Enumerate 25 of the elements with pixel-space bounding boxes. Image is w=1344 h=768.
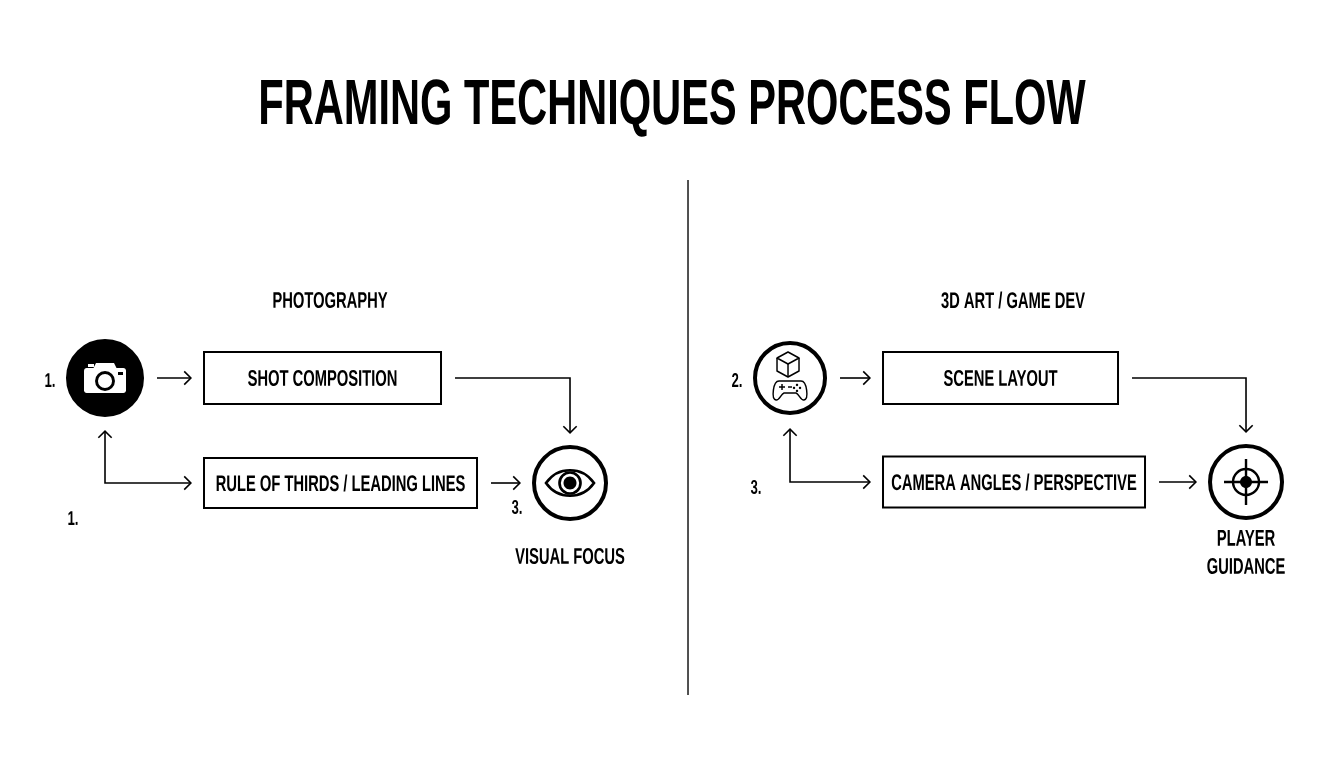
arrow	[839, 370, 871, 386]
arrow	[454, 377, 578, 434]
arrow	[1131, 377, 1254, 433]
arrow	[156, 370, 192, 386]
title: FRAMING TECHNIQUES PROCESS FLOW	[261, 79, 1086, 137]
process-box: SHOT COMPOSITION	[203, 351, 442, 405]
arrow	[1158, 474, 1198, 490]
process-box: RULE OF THIRDS / LEADING LINES	[203, 457, 478, 509]
step-number: 3.	[750, 479, 761, 495]
section-heading: PHOTOGRAPHY	[273, 292, 388, 309]
icon-circle	[532, 445, 608, 521]
arrow	[490, 475, 521, 491]
step-number: 3.	[511, 499, 522, 515]
node-label: VISUAL FOCUS	[515, 548, 625, 565]
step-number: 1.	[68, 511, 78, 525]
step-number: 1.	[45, 373, 55, 387]
process-box: CAMERA ANGLES / PERSPECTIVE	[882, 455, 1146, 509]
icon-circle	[753, 341, 827, 415]
section-heading: 3D ART / GAME DEV	[941, 291, 1085, 309]
node-label: PLAYER GUIDANCE	[1207, 530, 1285, 574]
arrow	[782, 428, 871, 490]
process-box: SCENE LAYOUT	[882, 351, 1119, 405]
arrow	[97, 430, 192, 491]
step-number: 2.	[732, 373, 742, 387]
icon-circle	[1208, 444, 1284, 520]
